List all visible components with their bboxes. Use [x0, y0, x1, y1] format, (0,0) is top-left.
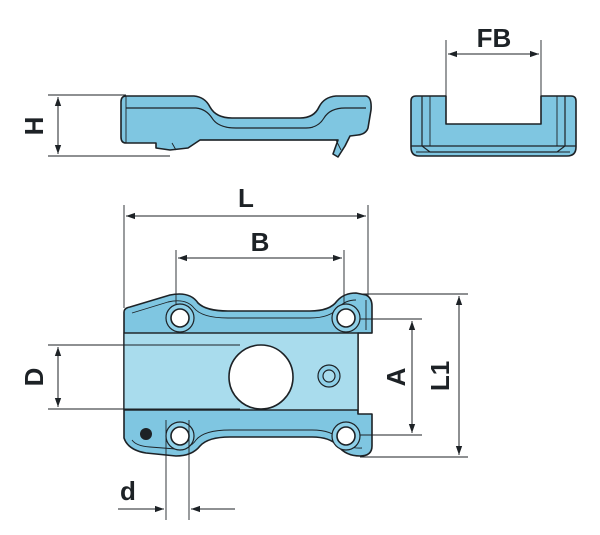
- mounting-hole-top-left: [170, 308, 190, 328]
- side-view: [120, 95, 372, 158]
- mounting-hole-bottom-left: [170, 426, 190, 446]
- l-dimension: L: [123, 183, 369, 308]
- mounting-hole-bottom-right: [336, 426, 356, 446]
- d-upper-label: D: [19, 368, 49, 387]
- h-dimension: H: [19, 94, 170, 157]
- small-boss: [322, 369, 336, 383]
- l-label: L: [238, 183, 254, 213]
- center-bore: [228, 344, 294, 410]
- fb-dimension: FB: [445, 23, 542, 123]
- d-upper-dimension: D: [19, 344, 240, 410]
- b-label: B: [251, 227, 270, 257]
- d-lower-dimension: d: [118, 420, 235, 520]
- marker-dot: [140, 428, 152, 440]
- end-view: [410, 95, 577, 157]
- l1-label: L1: [425, 361, 455, 391]
- a-dimension: A: [360, 318, 422, 436]
- h-label: H: [19, 117, 49, 136]
- fb-label: FB: [477, 23, 512, 53]
- b-dimension: B: [175, 227, 345, 304]
- a-label: A: [381, 367, 411, 386]
- d-lower-label: d: [120, 476, 136, 506]
- mounting-hole-top-right: [336, 308, 356, 328]
- top-view: [123, 292, 373, 457]
- l1-dimension: L1: [360, 293, 468, 458]
